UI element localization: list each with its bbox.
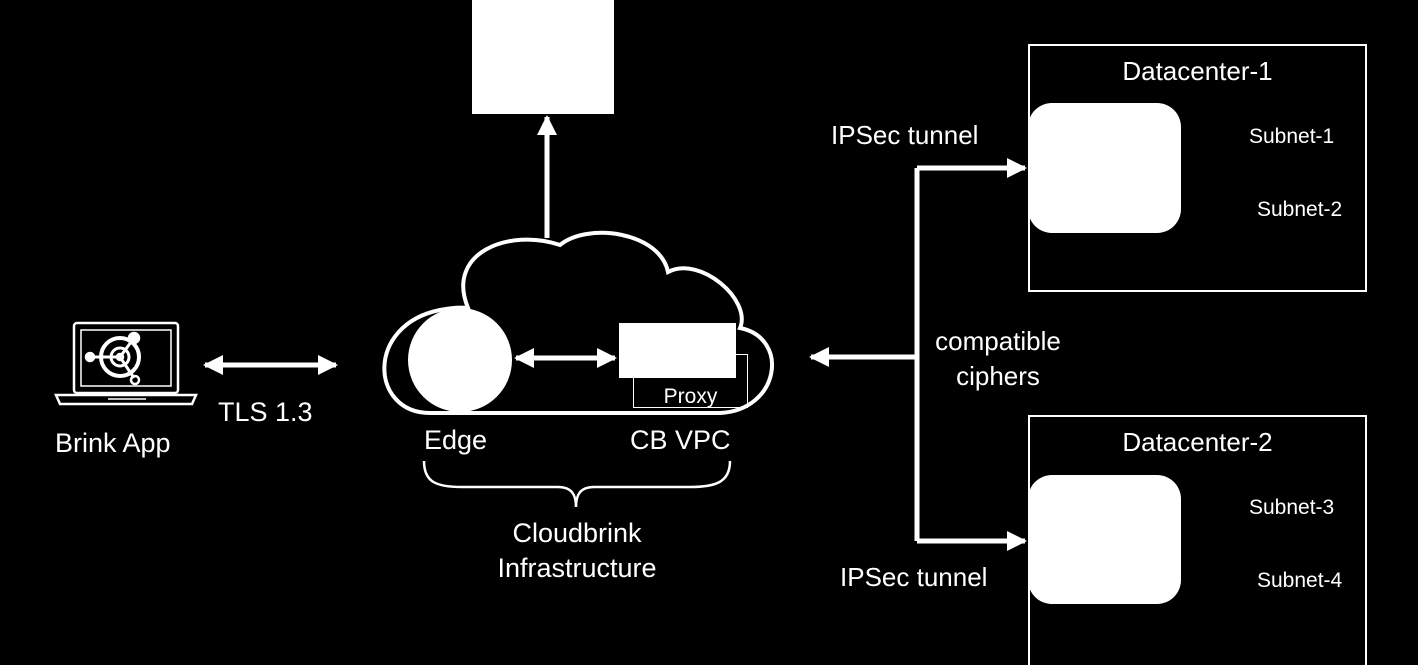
datacenter-1-title: Datacenter-1 — [1122, 56, 1273, 86]
edge-label: Edge — [424, 425, 488, 455]
cloud-shape — [382, 230, 775, 415]
subnet-4-label: Subnet-4 — [1257, 569, 1343, 592]
infrastructure-brace — [422, 460, 732, 508]
ipsec-tunnel-label-bottom: IPSec tunnel — [840, 562, 988, 592]
brink-app-label: Brink App — [55, 428, 171, 458]
datacenter-1-gateway — [1028, 103, 1181, 233]
compatible-ciphers-line2: ciphers — [956, 361, 1040, 391]
ipsec-connector — [809, 158, 1027, 551]
external-service-box — [472, 0, 614, 114]
edge-node — [408, 308, 512, 412]
datacenter-2-title: Datacenter-2 — [1122, 427, 1273, 457]
subnet-3-label: Subnet-3 — [1249, 496, 1335, 519]
tls-label: TLS 1.3 — [218, 397, 313, 427]
ipsec-tunnel-label-top: IPSec tunnel — [831, 120, 979, 150]
subnet-2-label: Subnet-2 — [1257, 198, 1343, 221]
proxy-label: Proxy — [663, 385, 718, 408]
datacenter-2-gateway — [1028, 475, 1181, 604]
laptop-brink-logo-icon — [54, 321, 198, 406]
vpc-box — [619, 323, 736, 378]
compatible-ciphers-line1: compatible — [935, 326, 1061, 356]
cb-vpc-label: CB VPC — [630, 425, 731, 455]
infrastructure-label-line1: Cloudbrink — [512, 518, 642, 548]
infrastructure-label-line2: Infrastructure — [497, 553, 657, 583]
proxy-box: Proxy — [633, 354, 748, 408]
subnet-1-label: Subnet-1 — [1249, 125, 1335, 148]
